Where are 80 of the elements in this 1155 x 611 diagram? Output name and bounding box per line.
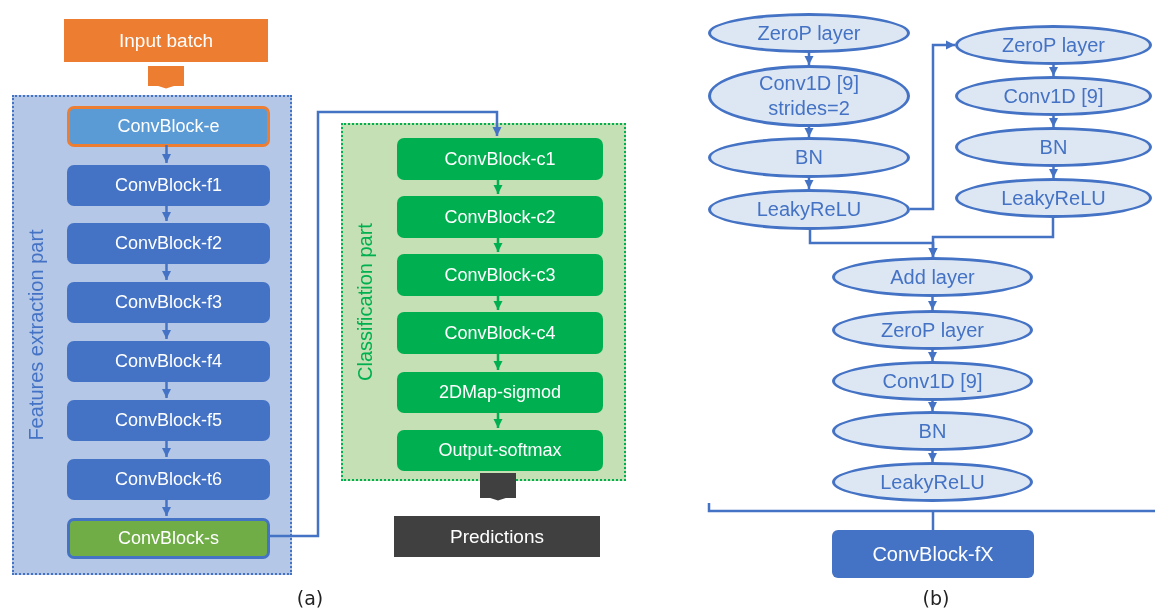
- node-label: ZeroP layer: [756, 20, 862, 46]
- block-box: [397, 372, 603, 413]
- arrow: [804, 127, 814, 137]
- node-label: Output-softmax: [437, 440, 563, 461]
- node-label: ConvBlock-c4: [443, 322, 557, 344]
- node-label: Predictions: [449, 525, 545, 548]
- arrow: [1049, 65, 1058, 76]
- block-box: [67, 165, 270, 206]
- node-label: Conv1D [9]: [1002, 83, 1105, 109]
- node-label: ConvBlock-f2: [113, 233, 223, 254]
- node-label: ConvBlock-c1: [443, 148, 557, 170]
- node-label: ConvBlock-s: [117, 528, 220, 549]
- node-label: ConvBlock-f5: [113, 410, 223, 431]
- block-box: [67, 223, 270, 264]
- node-label: LeakyReLU: [879, 469, 986, 495]
- panel-label: (b): [922, 587, 950, 609]
- arrow: [493, 294, 503, 310]
- group-panel: [12, 95, 292, 575]
- block-box: [832, 530, 1034, 578]
- arrow: [804, 53, 814, 65]
- node-label: ConvBlock-fX: [871, 542, 995, 566]
- node-label: ConvBlock-f4: [113, 351, 223, 372]
- node-label: ConvBlock-c3: [443, 264, 557, 286]
- arrow: [493, 411, 503, 428]
- node-label: Input batch: [118, 29, 214, 52]
- arrow: [928, 218, 1055, 257]
- block-box: [67, 518, 270, 559]
- arrow: [493, 352, 503, 370]
- block-box: [67, 341, 270, 382]
- group-title: Features extraction part: [24, 229, 48, 441]
- block-box: [67, 459, 270, 500]
- arrow: [162, 439, 171, 457]
- arrow: [928, 297, 937, 310]
- node-label: ConvBlock-f1: [113, 175, 223, 196]
- node-label: Add layer: [889, 264, 976, 290]
- block-box: [67, 106, 270, 147]
- node-label: LeakyReLU: [755, 197, 863, 222]
- block-arrow: [148, 66, 184, 89]
- arrow: [910, 40, 955, 211]
- arrow: [493, 236, 503, 252]
- block-box: [397, 138, 603, 180]
- arrow: [1049, 167, 1058, 178]
- arrow: [928, 451, 937, 462]
- arrow: [162, 145, 171, 163]
- node-label: BN: [794, 145, 824, 170]
- group-panel: [341, 123, 626, 481]
- block-box: [67, 400, 270, 441]
- node-label: ZeroP layer: [880, 317, 985, 343]
- block-box: [397, 254, 603, 296]
- arrow: [162, 204, 171, 221]
- panel-label: (a): [296, 587, 324, 609]
- block-arrow: [480, 473, 516, 501]
- node-label: 2DMap-sigmod: [437, 382, 562, 403]
- node-label: ConvBlock-t6: [113, 469, 223, 490]
- arrow: [928, 401, 937, 411]
- node-label: ConvBlock-f3: [113, 292, 223, 313]
- node-label: Conv1D [9]: [881, 368, 984, 394]
- arrow: [493, 178, 503, 194]
- output-box: [394, 516, 600, 557]
- block-box: [397, 196, 603, 238]
- node-label: ZeroP layer: [1001, 32, 1106, 58]
- block-box: [67, 282, 270, 323]
- node-label: BN: [1038, 134, 1069, 160]
- group-title: Classification part: [353, 223, 377, 381]
- input-box: [64, 19, 268, 62]
- block-box: [397, 312, 603, 354]
- node-label: ConvBlock-e: [116, 116, 221, 137]
- node-label: LeakyReLU: [1000, 185, 1107, 211]
- node-label: BN: [917, 418, 948, 444]
- arrow: [162, 380, 171, 398]
- arrow: [162, 262, 171, 280]
- arrow: [268, 110, 502, 538]
- block-box: [397, 430, 603, 471]
- arrow: [1049, 116, 1058, 127]
- arrow: [928, 350, 937, 361]
- arrow: [804, 178, 814, 189]
- arrow: [162, 321, 171, 339]
- node-label: ConvBlock-c2: [443, 206, 557, 228]
- node-label: Conv1D [9] strides=2: [757, 71, 861, 121]
- arrow: [162, 498, 171, 516]
